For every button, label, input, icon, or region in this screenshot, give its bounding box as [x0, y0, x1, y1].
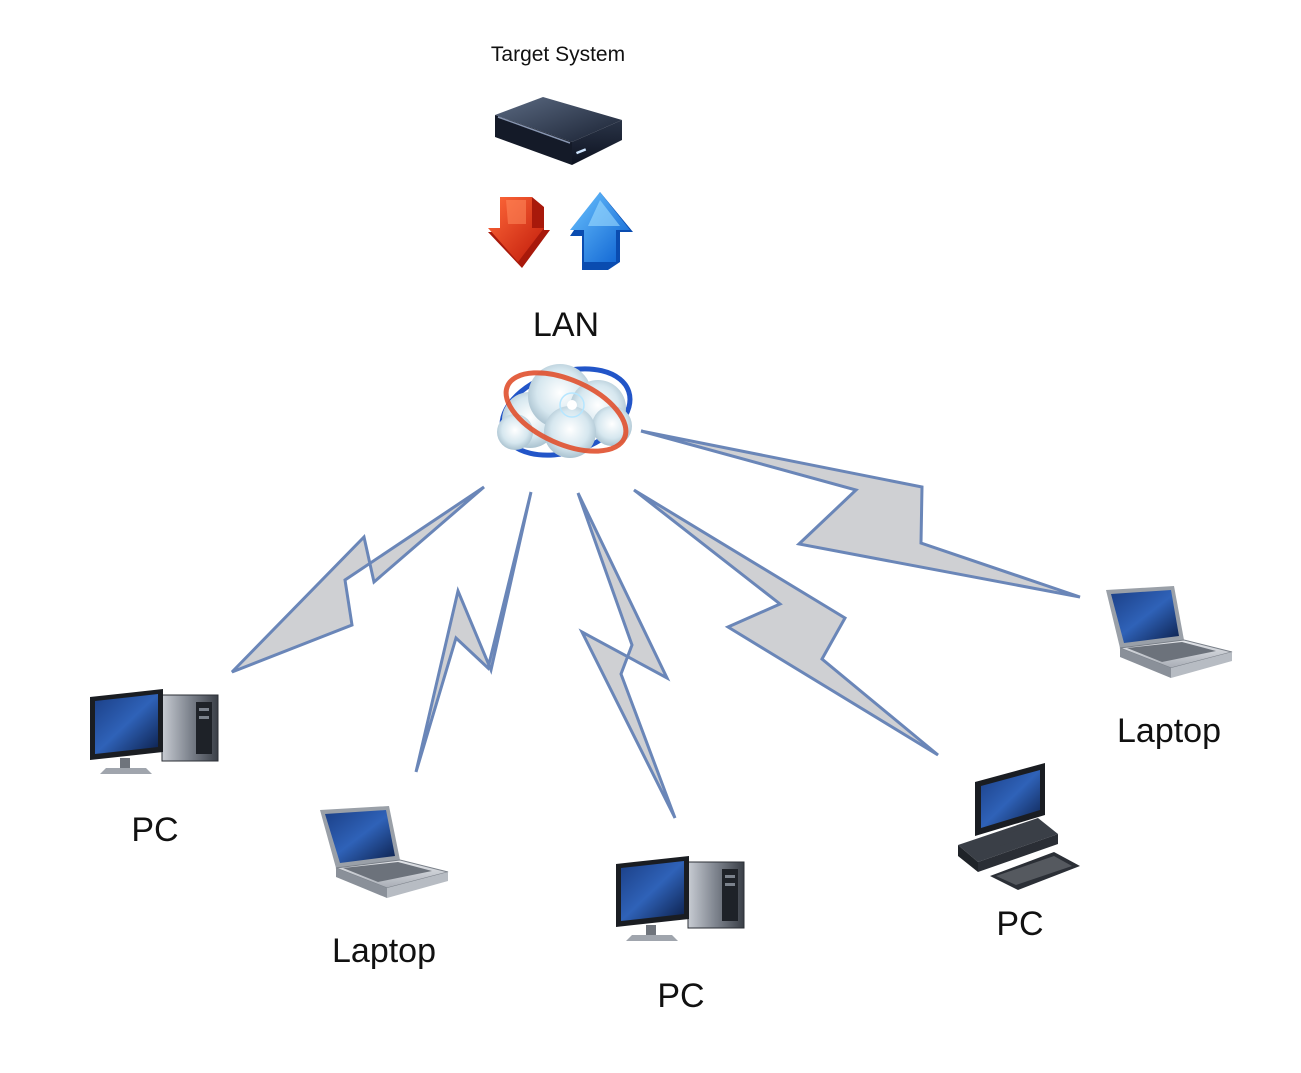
connections	[230, 429, 1081, 819]
laptop-icon	[1106, 586, 1233, 678]
connection-bolt-laptop-2	[640, 429, 1081, 599]
connection-bolt-pc-3	[633, 488, 939, 757]
connection-bolt-pc-1	[230, 485, 485, 674]
device-label-pc-1: PC	[131, 811, 178, 849]
connection-bolt-laptop-1	[414, 491, 533, 773]
connection-bolt-pc-2	[576, 492, 677, 819]
desktop-pc-icon	[90, 689, 219, 774]
workstation-pc-icon	[958, 763, 1080, 890]
server-icon	[495, 97, 622, 165]
desktop-pc-icon	[616, 856, 745, 941]
device-label-laptop-1: Laptop	[332, 932, 436, 970]
down-arrow-icon	[488, 197, 550, 268]
lan-label: LAN	[533, 306, 599, 344]
laptop-icon	[320, 806, 449, 898]
cloud-network-icon	[497, 364, 633, 458]
device-label-pc-2: PC	[657, 977, 704, 1015]
target-system-label: Target System	[491, 43, 625, 66]
device-label-laptop-2: Laptop	[1117, 712, 1221, 750]
up-arrow-icon	[570, 192, 633, 270]
device-label-pc-3: PC	[996, 905, 1043, 943]
